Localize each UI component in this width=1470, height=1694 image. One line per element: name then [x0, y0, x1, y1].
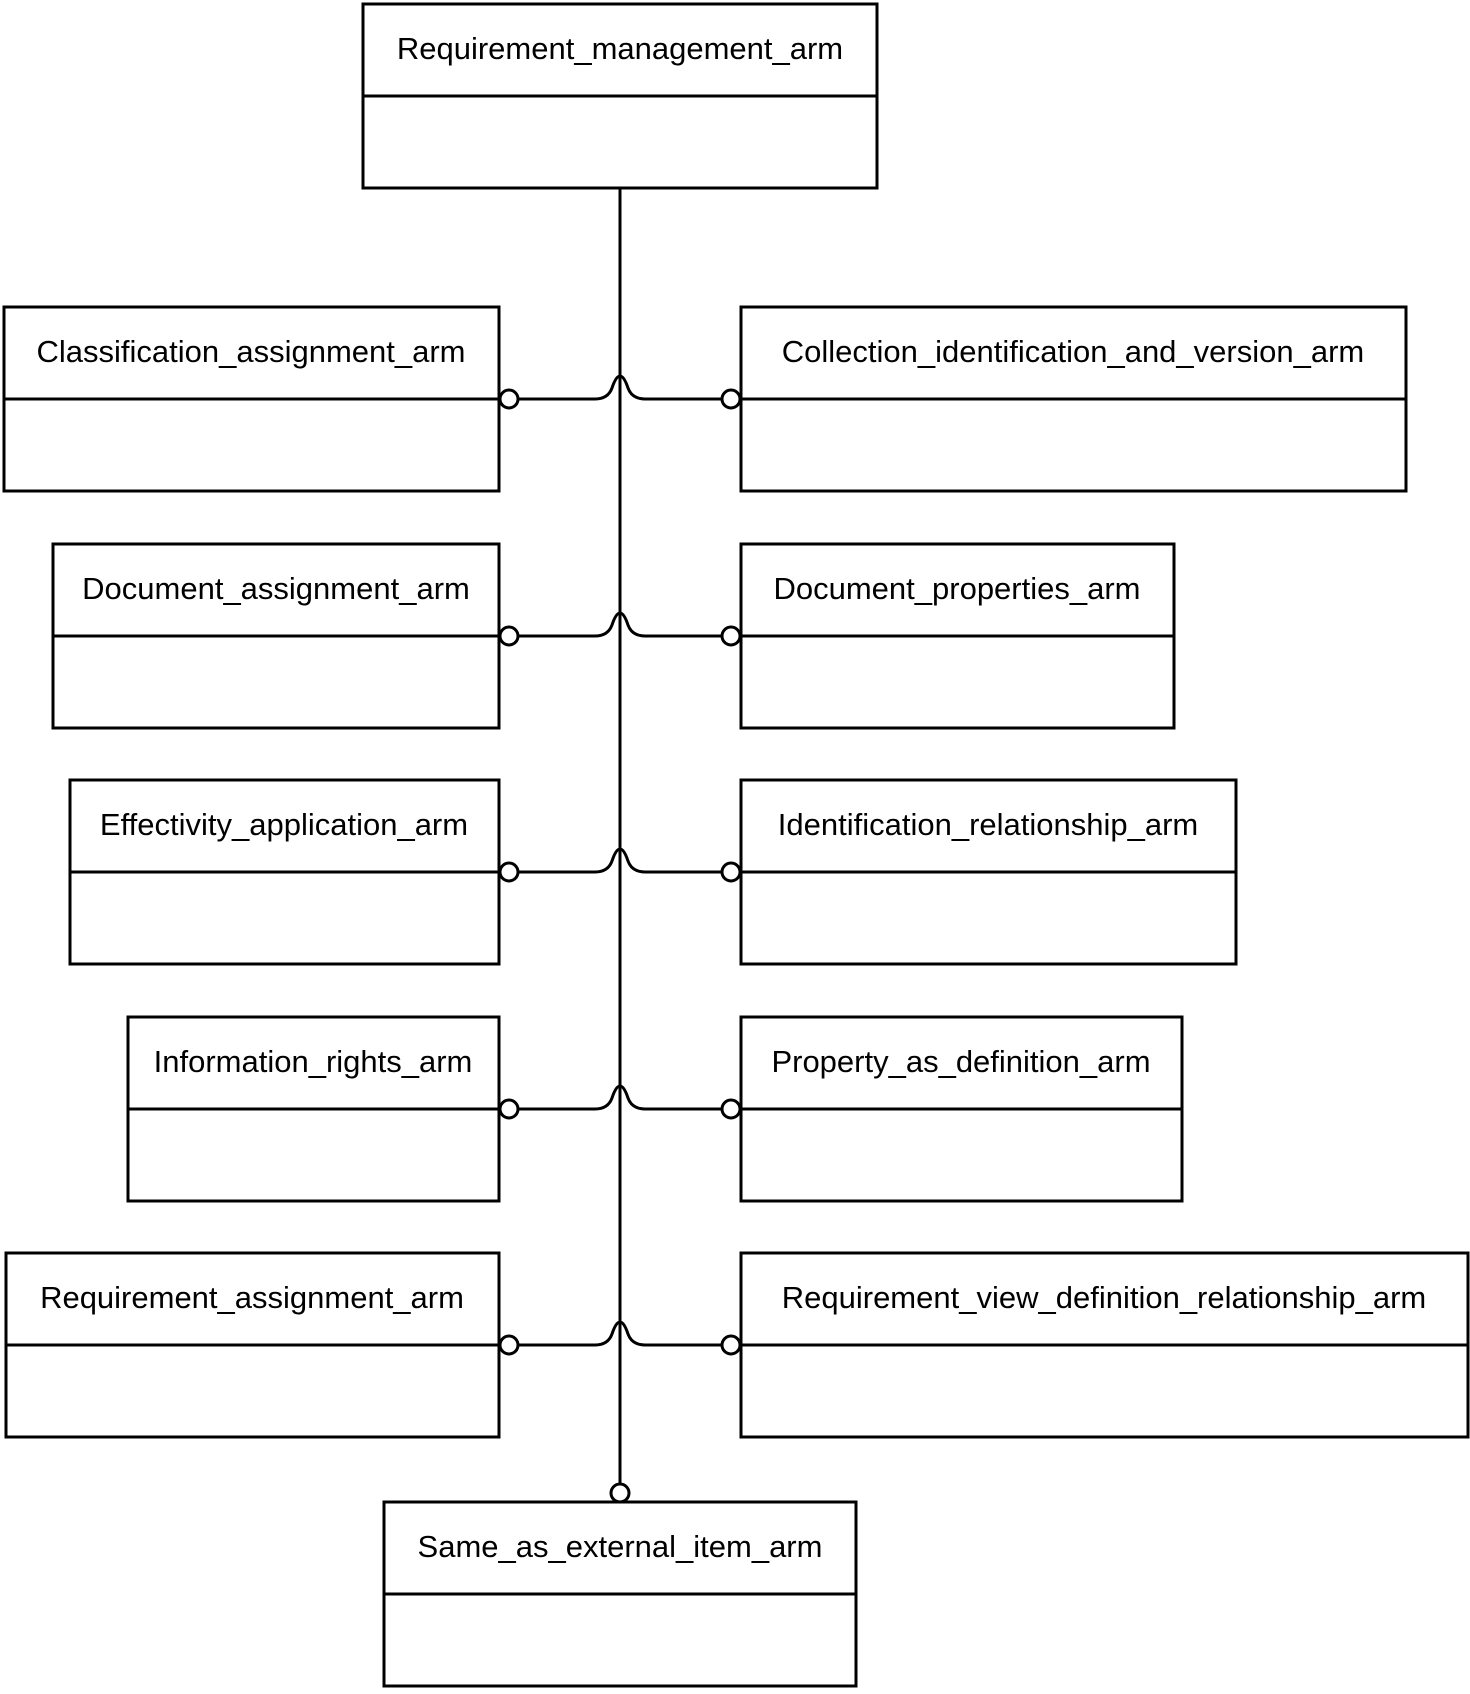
- entity-label: Requirement_view_definition_relationship…: [782, 1280, 1426, 1315]
- connector-circle: [720, 388, 742, 410]
- connector-circle: [609, 1482, 631, 1504]
- entity-classification-assignment: Classification_assignment_arm: [2, 305, 501, 493]
- entity-label: Document_properties_arm: [773, 571, 1140, 606]
- connector-circle: [498, 388, 520, 410]
- entity-label: Effectivity_application_arm: [100, 807, 468, 842]
- entity-label: Same_as_external_item_arm: [418, 1529, 823, 1564]
- entity-requirement-assignment: Requirement_assignment_arm: [4, 1251, 501, 1439]
- entity-label: Collection_identification_and_version_ar…: [782, 334, 1364, 369]
- connector-row-2: [509, 611, 731, 638]
- entity-label: Identification_relationship_arm: [778, 807, 1198, 842]
- entity-label: Requirement_management_arm: [397, 31, 843, 66]
- connector-circle: [720, 1098, 742, 1120]
- entity-document-properties: Document_properties_arm: [739, 542, 1176, 730]
- connector-row-5: [509, 1320, 731, 1347]
- connector-circle: [498, 861, 520, 883]
- entity-collection-identification-and-version: Collection_identification_and_version_ar…: [739, 305, 1408, 493]
- connector-circle: [498, 1098, 520, 1120]
- connector-circle: [498, 1334, 520, 1356]
- entity-label: Information_rights_arm: [154, 1044, 473, 1079]
- connector-row-4: [509, 1084, 731, 1111]
- entity-same-as-external-item: Same_as_external_item_arm: [382, 1500, 858, 1688]
- connector-circle: [720, 625, 742, 647]
- connector-circle: [498, 625, 520, 647]
- connector-circle: [720, 1334, 742, 1356]
- entity-requirement-view-definition-relationship: Requirement_view_definition_relationship…: [739, 1251, 1470, 1439]
- entity-information-rights: Information_rights_arm: [126, 1015, 501, 1203]
- connector-left-1: [509, 374, 731, 401]
- connector-circle: [720, 861, 742, 883]
- entity-document-assignment: Document_assignment_arm: [51, 542, 501, 730]
- connector-row-3: [509, 847, 731, 874]
- entity-identification-relationship: Identification_relationship_arm: [739, 778, 1238, 966]
- entity-property-as-definition: Property_as_definition_arm: [739, 1015, 1184, 1203]
- entity-label: Requirement_assignment_arm: [40, 1280, 464, 1315]
- entity-requirement-management: Requirement_management_arm: [361, 2, 879, 190]
- entity-label: Classification_assignment_arm: [36, 334, 465, 369]
- entity-effectivity-application: Effectivity_application_arm: [68, 778, 501, 966]
- entity-label: Property_as_definition_arm: [771, 1044, 1150, 1079]
- entity-label: Document_assignment_arm: [82, 571, 470, 606]
